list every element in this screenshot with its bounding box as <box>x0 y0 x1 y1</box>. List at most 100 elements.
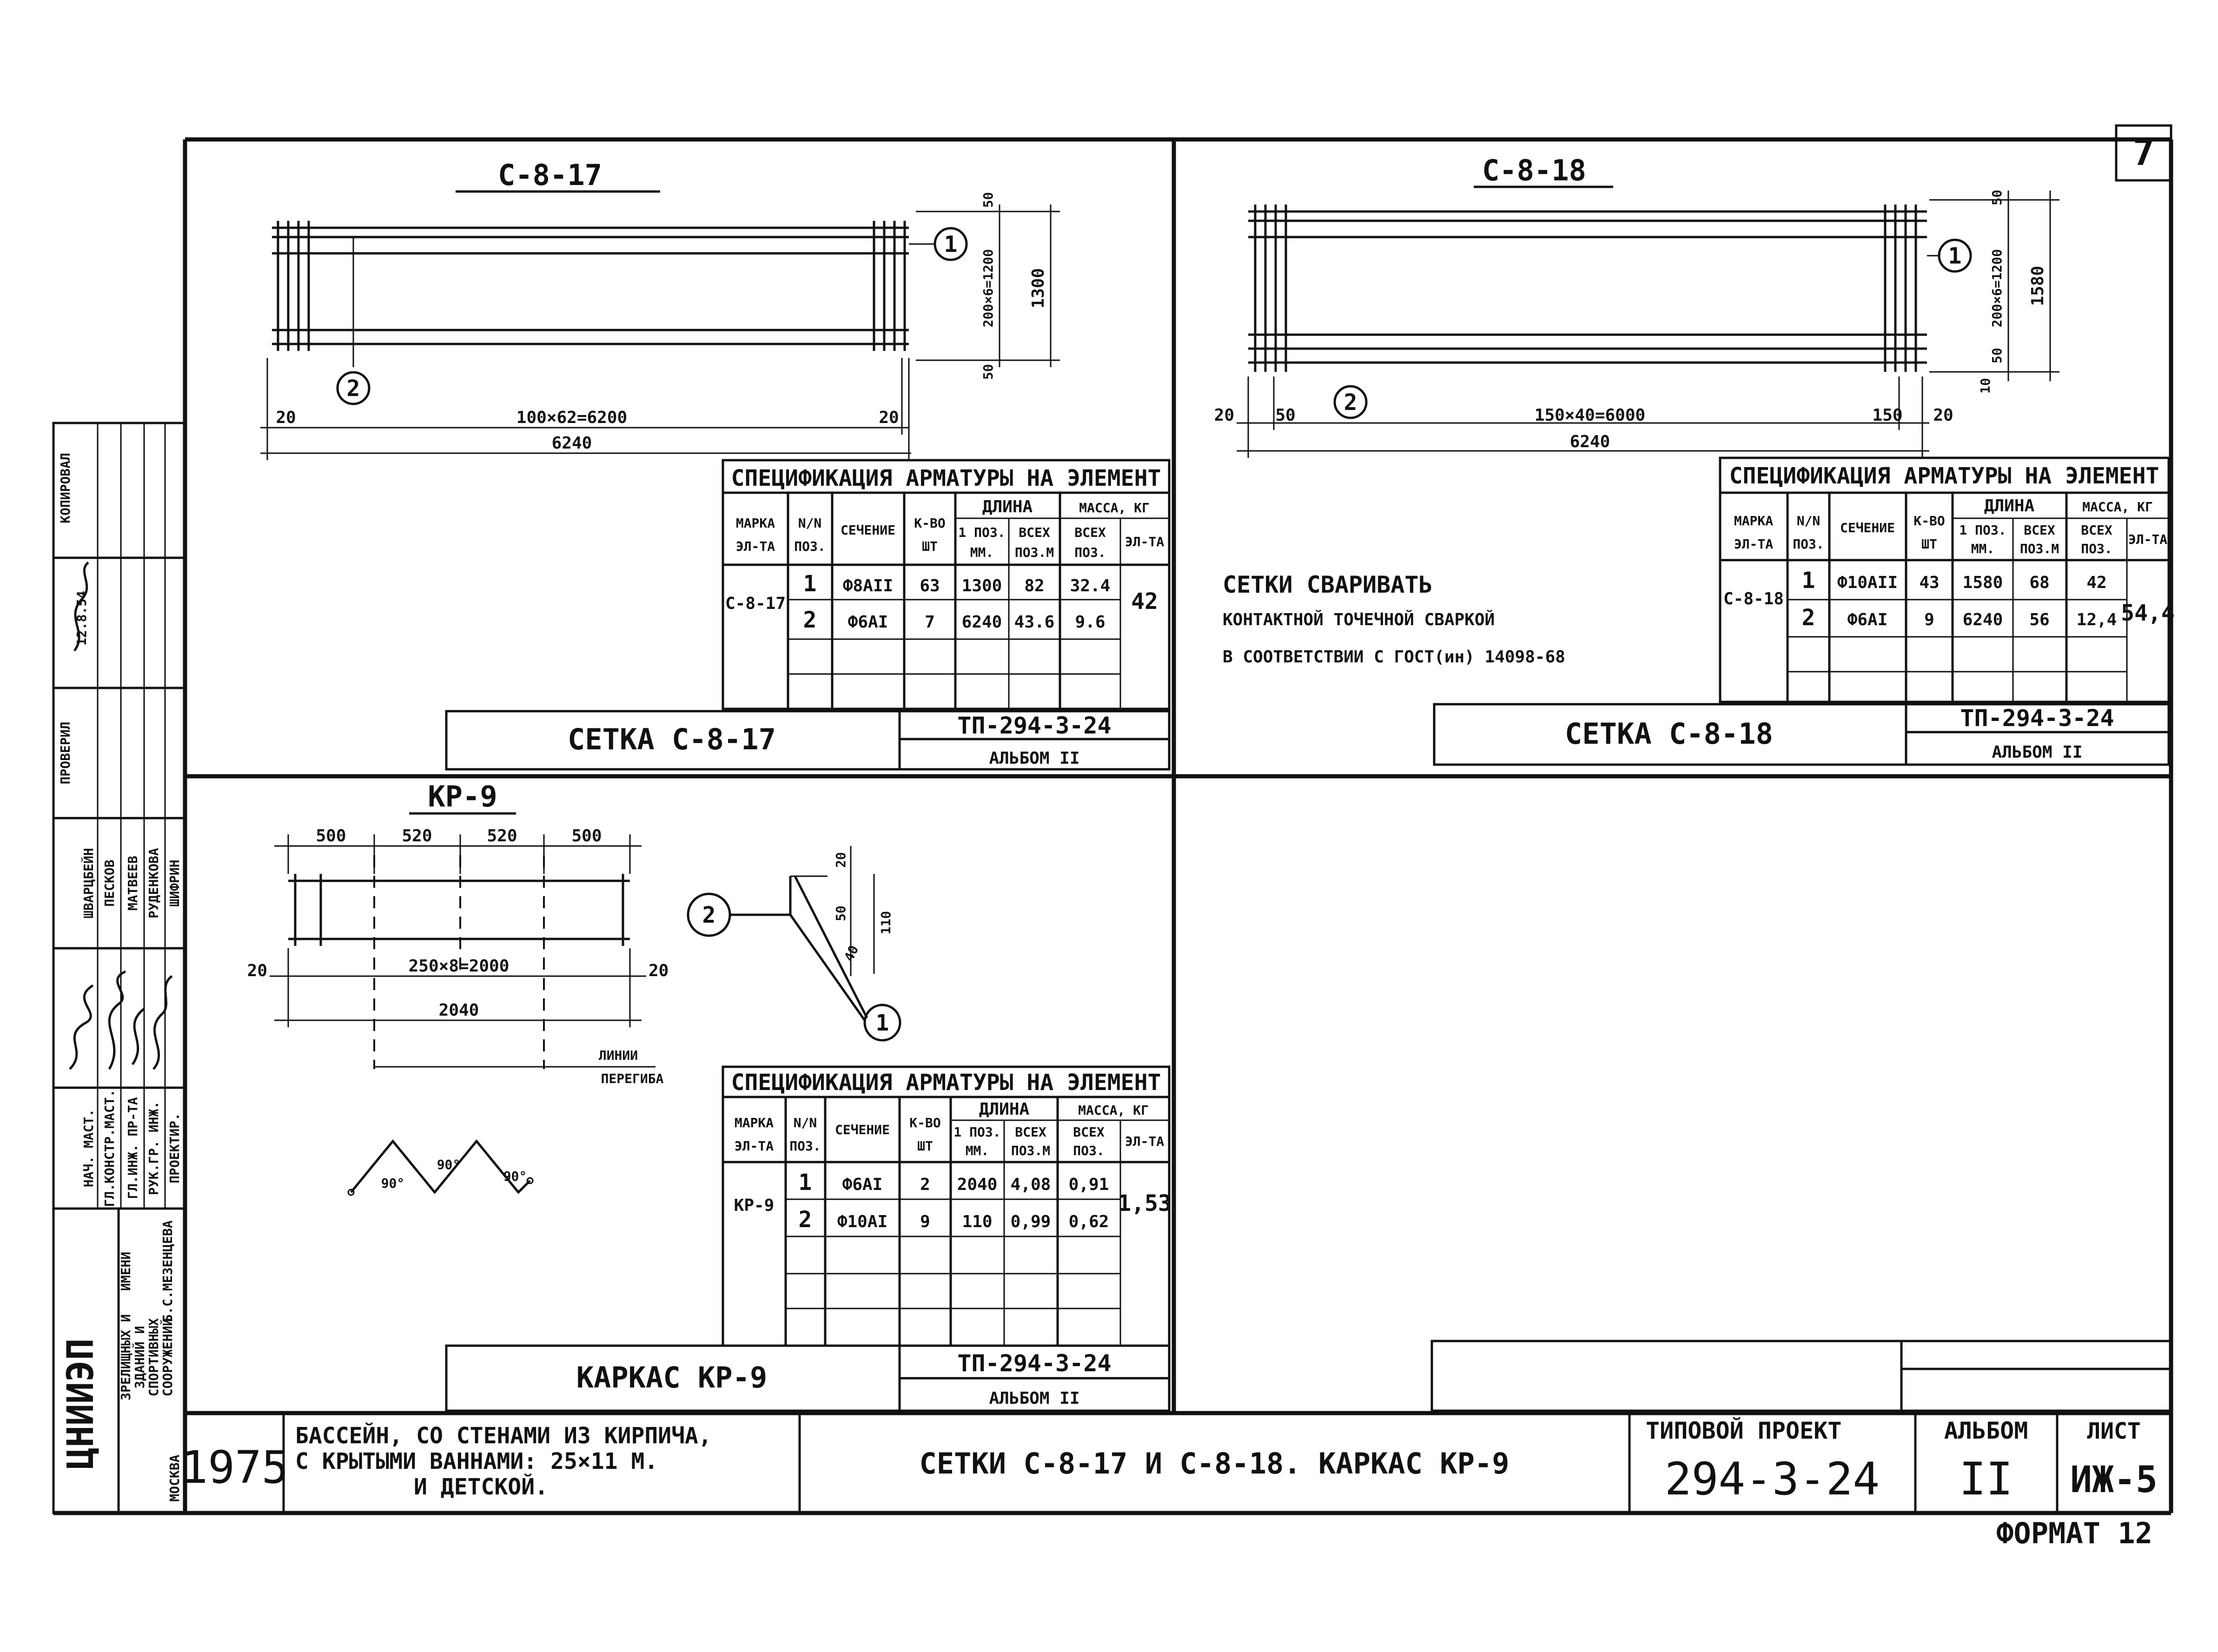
side-date: 12.8.54 <box>74 591 89 646</box>
hdr-marka-s17: МАРКА <box>736 515 775 531</box>
weld-note: СЕТКИ СВАРИВАТЬ КОНТАКТНОЙ ТОЧЕЧНОЙ СВАР… <box>1223 571 1565 667</box>
spec-table-s18: СПЕЦИФИКАЦИЯ АРМАТУРЫ НА ЭЛЕМЕНТ МАРКА Э… <box>1719 456 2175 703</box>
hdr-massa-kr9: МАССА, КГ <box>1078 1103 1149 1118</box>
side-name-1: ШВАРЦБЕЙН <box>80 848 96 919</box>
svg-text:2: 2 <box>1802 605 1815 631</box>
hdr-kvo-s18: К-ВО <box>1913 513 1945 529</box>
hdr-dlina2-s17: ВСЕХ <box>1019 525 1050 540</box>
svg-text:1300: 1300 <box>962 576 1002 595</box>
hdr-dlina2b-kr9: ПОЗ.М <box>1011 1143 1050 1158</box>
hdr-poz-s18: ПОЗ. <box>1793 536 1824 552</box>
title-object-line-1: БАССЕЙН, СО СТЕНАМИ ИЗ КИРПИЧА, <box>295 1422 712 1449</box>
side-inst-line-1: ЗРЕЛИЩНЫХ И <box>118 1314 133 1400</box>
stamp-code-kr9: ТП-294-3-24 <box>957 1350 1111 1377</box>
svg-text:12,4: 12,4 <box>2077 610 2117 629</box>
stamp-label-kr9: КАРКАС КР-9 <box>576 1361 768 1394</box>
stamp-label-s18: СЕТКА С-8-18 <box>1565 717 1773 751</box>
svg-text:1: 1 <box>799 1170 812 1196</box>
hdr-massa2-s17: ЭЛ-ТА <box>1125 534 1164 549</box>
kr9-bend-label-1: ЛИНИИ <box>599 1048 638 1063</box>
kr9-dim-top-3: 520 <box>487 826 517 846</box>
hdr-massa-s17: МАССА, КГ <box>1079 500 1150 515</box>
table-row: 2 Ф10АI 9 110 0,99 0,62 <box>799 1207 1109 1233</box>
side-inst-line-6: Б.С.МЕЗЕНЦЕВА <box>160 1220 175 1322</box>
svg-text:4,08: 4,08 <box>1011 1175 1051 1194</box>
title-project-label: ТИПОВОЙ ПРОЕКТ <box>1646 1417 1841 1444</box>
kr9-section-view: 2 20 50 110 40 1 <box>687 846 901 1042</box>
svg-text:43: 43 <box>1919 573 1939 592</box>
dim-left-s18: 20 <box>1214 406 1234 425</box>
title-sheet-value: ИЖ-5 <box>2070 1459 2158 1501</box>
hdr-sechenie-kr9: СЕЧЕНИЕ <box>835 1122 890 1137</box>
svg-text:1: 1 <box>1802 568 1815 594</box>
svg-text:1580: 1580 <box>1963 573 2003 592</box>
side-role-4: РУК.ГР. ИНЖ. <box>146 1101 161 1195</box>
svg-text:2: 2 <box>803 607 817 633</box>
kr9-dim-span: 250×8=2000 <box>409 957 510 976</box>
dim-left-s17: 20 <box>276 408 296 427</box>
stamp-code-s18: ТП-294-3-24 <box>1960 705 2114 732</box>
side-role-1: НАЧ. МАСТ. <box>81 1109 96 1188</box>
hdr-sechenie-s18: СЕЧЕНИЕ <box>1840 520 1895 535</box>
title-block: 1975 БАССЕЙН, СО СТЕНАМИ ИЗ КИРПИЧА, С К… <box>181 1413 2158 1513</box>
kr9-bend-profile: 90° 90° 90° <box>347 1139 534 1196</box>
side-name-5: ШИФРИН <box>167 859 182 906</box>
table-row: 2 Ф6АI 7 6240 43.6 9.6 <box>803 607 1106 633</box>
spec-table-kr9: СПЕЦИФИКАЦИЯ АРМАТУРЫ НА ЭЛЕМЕНТ МАРКА Э… <box>722 1065 1172 1347</box>
side-name-4: РУДЕНКОВА <box>146 848 161 919</box>
panel-title-kr9: КР-9 <box>428 780 497 813</box>
kr9-callout-label-2: 2 <box>702 902 716 928</box>
title-object-line-2: С КРЫТЫМИ ВАННАМИ: 25×11 М. <box>295 1448 658 1474</box>
title-drawing-name: СЕТКИ С-8-17 И С-8-18. КАРКАС КР-9 <box>919 1447 1509 1480</box>
svg-text:63: 63 <box>920 576 940 595</box>
side-stamp: ЦНИИЭП ЗРЕЛИЩНЫХ И ЗДАНИЙ И СПОРТИВНЫХ С… <box>52 422 186 1514</box>
kr9-dim-overall: 2040 <box>439 1001 479 1020</box>
panel-title-s18: С-8-18 <box>1482 153 1586 187</box>
hdr-sht-s17: ШТ <box>922 539 938 554</box>
hdr-massa-s18: МАССА, КГ <box>2082 499 2153 515</box>
hdr-dlina-kr9: ДЛИНА <box>979 1100 1030 1119</box>
sheet-number-box <box>2115 124 2172 182</box>
hdr-dlina2b-s17: ПОЗ.М <box>1015 545 1054 560</box>
hdr-poz-kr9: ПОЗ. <box>789 1138 821 1154</box>
hdr-massa2-kr9: ЭЛ-ТА <box>1125 1134 1164 1149</box>
hdr-sht-kr9: ШТ <box>917 1138 933 1154</box>
dim-mid-s18: 200×6=1200 <box>1989 249 2005 328</box>
spec-title-s17: СПЕЦИФИКАЦИЯ АРМАТУРЫ НА ЭЛЕМЕНТ <box>731 465 1161 491</box>
hdr-dlina1b-kr9: ММ. <box>966 1143 989 1158</box>
side-inst-line-2: ЗДАНИЙ И <box>132 1326 147 1389</box>
spec-title-kr9: СПЕЦИФИКАЦИЯ АРМАТУРЫ НА ЭЛЕМЕНТ <box>731 1070 1161 1096</box>
svg-text:Ф6АI: Ф6АI <box>842 1175 883 1194</box>
spec-table-s17: СПЕЦИФИКАЦИЯ АРМАТУРЫ НА ЭЛЕМЕНТ МАРКА Э… <box>722 459 1171 710</box>
kr9-dim-top-4: 500 <box>571 826 602 846</box>
spec-title-s18: СПЕЦИФИКАЦИЯ АРМАТУРЫ НА ЭЛЕМЕНТ <box>1729 463 2159 489</box>
svg-text:6240: 6240 <box>1963 610 2003 629</box>
callout-label-1-s18: 1 <box>1948 243 1962 269</box>
hdr-massa2-s18: ЭЛ-ТА <box>2128 532 2167 547</box>
side-inst-line-5: ИМЕНИ <box>118 1252 133 1291</box>
hdr-dlina1-s17: 1 ПОЗ. <box>958 525 1005 540</box>
stamp-album-s17: АЛЬБОМ II <box>989 749 1079 768</box>
kr9-dim-left: 20 <box>247 961 267 980</box>
spec-mark-s17: С-8-17 <box>725 594 786 613</box>
hdr-dlina2-kr9: ВСЕХ <box>1015 1124 1046 1140</box>
hdr-poz-s17: ПОЗ. <box>794 539 825 554</box>
hdr-massa1b-s18: ПОЗ. <box>2081 541 2112 556</box>
kr9-angle-2: 90° <box>437 1157 461 1172</box>
kr9-sec-dim-3: 110 <box>878 911 894 935</box>
svg-text:42: 42 <box>2086 573 2106 592</box>
svg-text:68: 68 <box>2029 573 2049 592</box>
mesh-drawing-s17 <box>272 221 909 367</box>
callout-circle-1-s18 <box>1938 238 1972 273</box>
dim-overall-s17: 6240 <box>552 434 592 453</box>
svg-text:32.4: 32.4 <box>1070 576 1111 595</box>
hdr-kvo-s17: К-ВО <box>914 515 945 531</box>
hdr-dlina-s18: ДЛИНА <box>1984 496 2035 515</box>
svg-text:0,91: 0,91 <box>1069 1175 1109 1194</box>
kr9-callout-circle-1 <box>863 1004 901 1042</box>
callout-circle-2-s18 <box>1333 385 1368 419</box>
hdr-dlina1-s18: 1 ПОЗ. <box>1959 522 2006 538</box>
hdr-dlina2-s18: ВСЕХ <box>2024 522 2055 538</box>
panel-s17: С-8-17 1 2 20 <box>260 158 1171 771</box>
svg-text:9: 9 <box>920 1212 930 1231</box>
